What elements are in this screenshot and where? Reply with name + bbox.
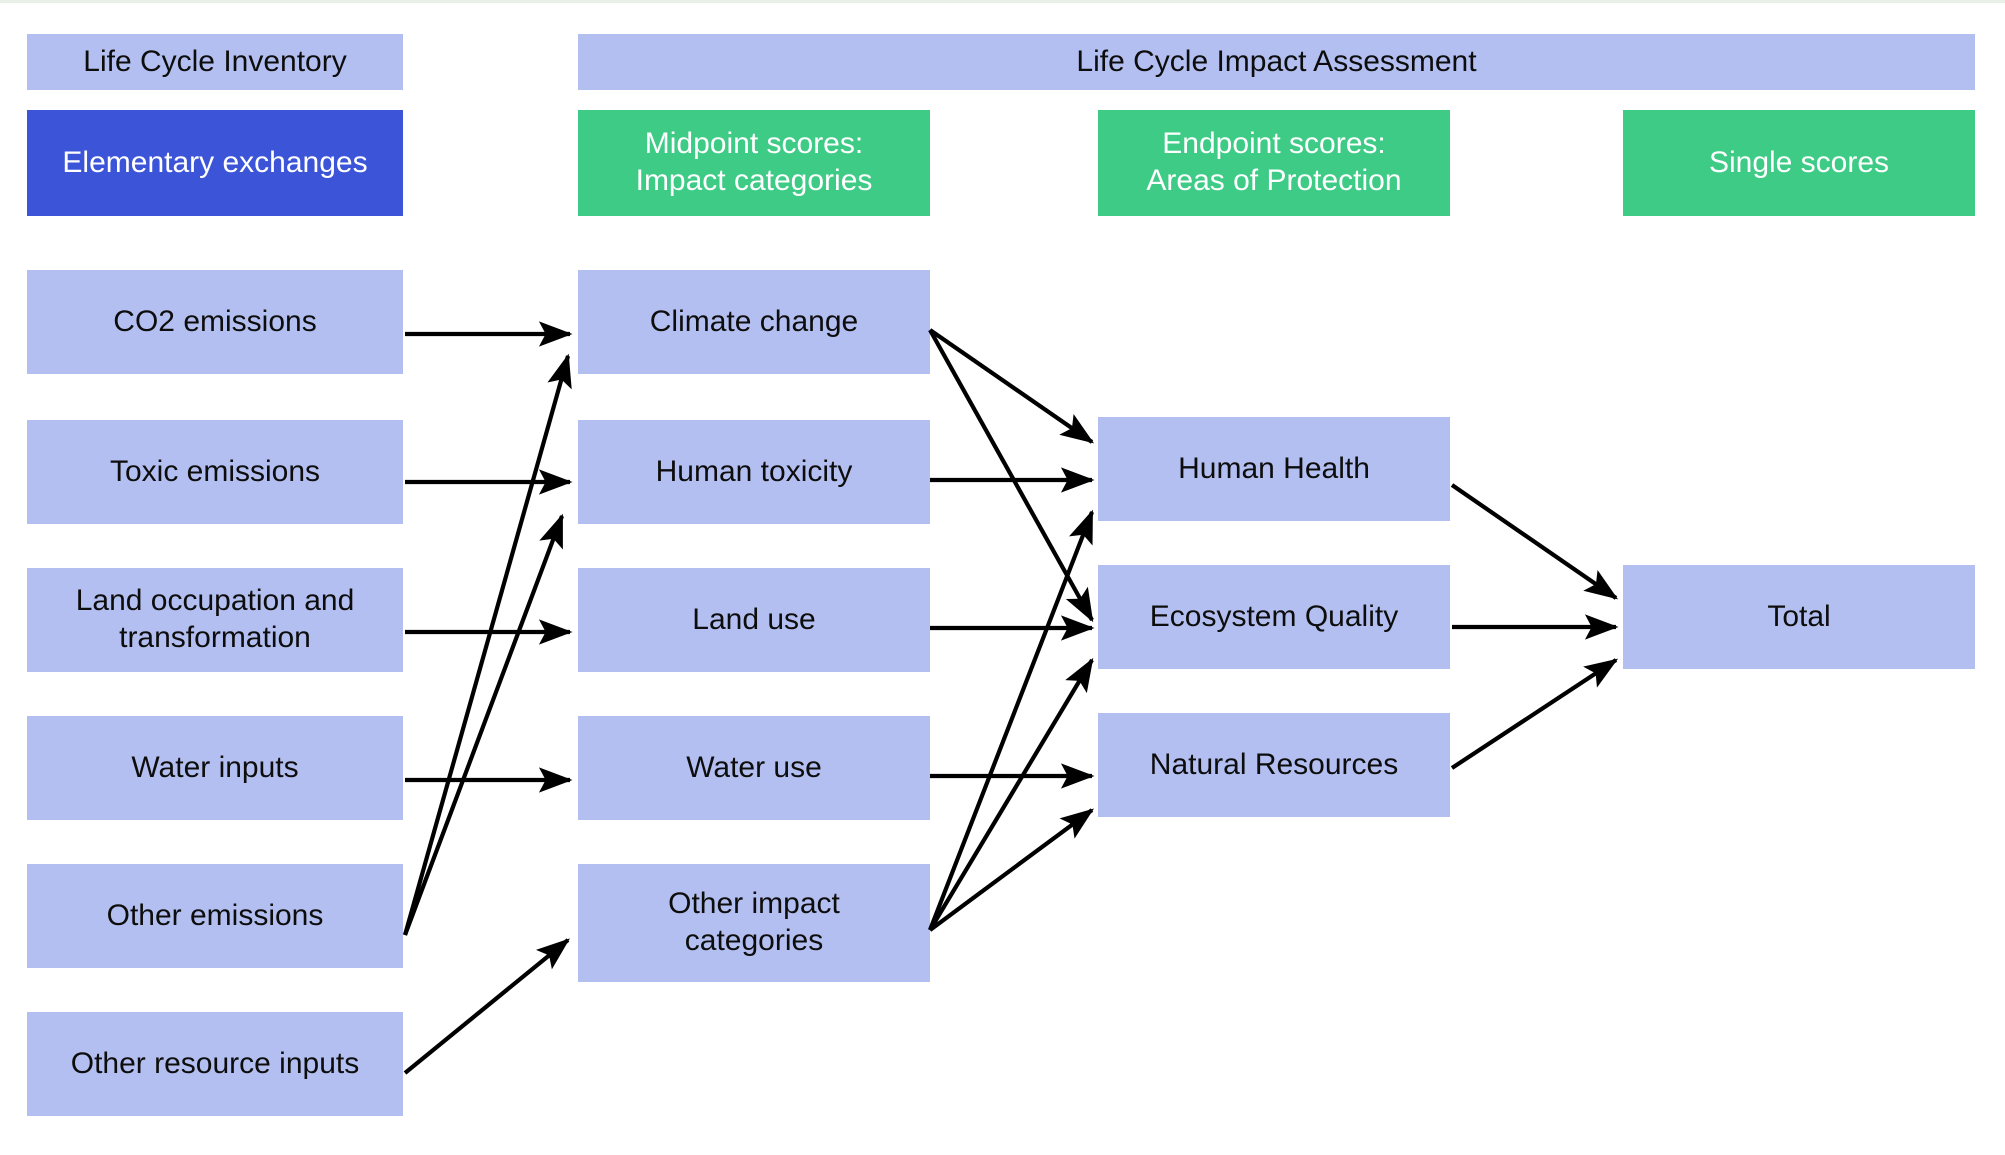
node-total: Total — [1623, 565, 1975, 669]
category-midpoint-scores: Midpoint scores: Impact categories — [578, 110, 930, 216]
edge-climate-change-to-human-health — [928, 328, 1095, 444]
node-other-emissions: Other emissions — [27, 864, 403, 968]
node-natural-resources: Natural Resources — [1098, 713, 1450, 817]
edge-other-emissions-to-human-toxicity — [403, 513, 564, 936]
node-water-inputs: Water inputs — [27, 716, 403, 820]
category-single-scores: Single scores — [1623, 110, 1975, 216]
node-other-impact-categories: Other impact categories — [578, 864, 930, 982]
category-elementary-exchanges: Elementary exchanges — [27, 110, 403, 216]
edge-other-impact-to-natural-resources — [928, 808, 1095, 932]
category-endpoint-scores: Endpoint scores: Areas of Protection — [1098, 110, 1450, 216]
node-land-use: Land use — [578, 568, 930, 672]
header-life-cycle-inventory: Life Cycle Inventory — [27, 34, 403, 90]
node-human-health: Human Health — [1098, 417, 1450, 521]
top-border-line — [0, 0, 2005, 3]
edge-natural-resources-to-total — [1450, 658, 1619, 770]
edge-other-resource-inputs-to-other-impact-categories — [403, 938, 570, 1075]
node-co2-emissions: CO2 emissions — [27, 270, 403, 374]
edge-other-impact-to-human-health — [928, 509, 1094, 931]
node-water-use: Water use — [578, 716, 930, 820]
edge-other-impact-to-ecosystem-quality — [928, 657, 1094, 932]
edge-human-health-to-total — [1450, 483, 1619, 600]
header-life-cycle-impact-assessment: Life Cycle Impact Assessment — [578, 34, 1975, 90]
node-ecosystem-quality: Ecosystem Quality — [1098, 565, 1450, 669]
edge-other-emissions-to-climate-change — [402, 353, 572, 936]
node-climate-change: Climate change — [578, 270, 930, 374]
node-toxic-emissions: Toxic emissions — [27, 420, 403, 524]
node-land-occupation-and-transformation: Land occupation and transformation — [27, 568, 403, 672]
edge-climate-change-to-ecosystem-quality — [928, 328, 1094, 623]
node-other-resource-inputs: Other resource inputs — [27, 1012, 403, 1116]
node-human-toxicity: Human toxicity — [578, 420, 930, 524]
